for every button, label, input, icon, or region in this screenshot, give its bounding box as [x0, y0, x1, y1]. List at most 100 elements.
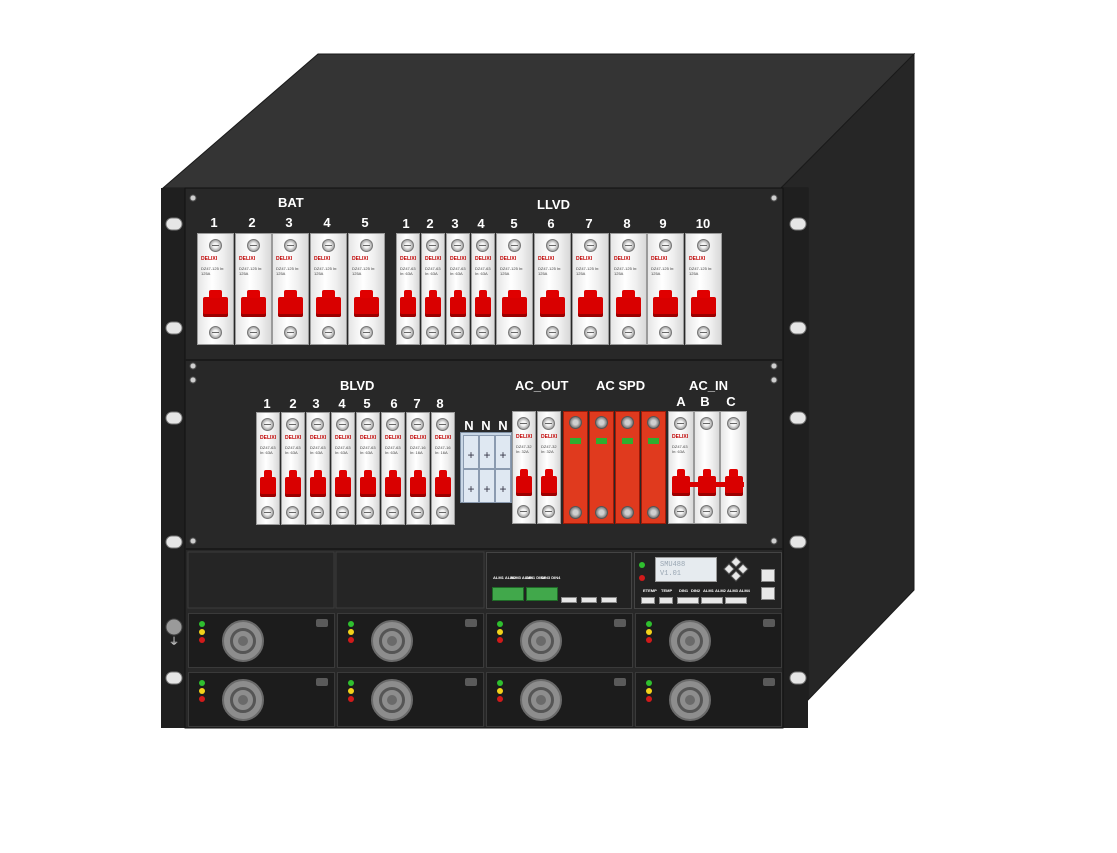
blvd-breaker[interactable]: DELIXI DZ47-16 In: 16A	[406, 412, 430, 525]
rectifier-module[interactable]	[635, 672, 782, 727]
breaker-brand: DELIXI	[475, 256, 492, 262]
breaker-spec: DZ47-125 In: 125A	[276, 266, 300, 276]
breaker-brand: DELIXI	[576, 256, 593, 262]
bat-breaker[interactable]: DELIXI DZ47-125 In: 125A	[348, 233, 385, 345]
ac-in-phase: C	[726, 394, 736, 409]
rectifier-module[interactable]	[188, 672, 335, 727]
bus-connector[interactable]	[677, 597, 699, 604]
breaker-spec: DZ47-125 In: 125A	[201, 266, 225, 276]
blvd-breaker[interactable]: DELIXI DZ47-63 In: 63A	[256, 412, 280, 525]
ac-in-breaker-c[interactable]	[720, 411, 747, 524]
rectifier-module[interactable]	[486, 613, 633, 668]
fan-icon	[222, 679, 264, 721]
bus-label: ALM2	[715, 588, 726, 593]
breaker-spec: DZ47-16 In: 16A	[410, 445, 426, 455]
breaker-spec: DZ47-16 In: 16A	[435, 445, 451, 455]
relay-terminal[interactable]	[526, 587, 558, 601]
breaker-brand: DELIXI	[500, 256, 517, 262]
breaker-spec: DZ47-32 In: 32A	[541, 444, 557, 454]
llvd-breaker[interactable]: DELIXI DZ47-125 In: 125A	[685, 233, 722, 345]
breaker-brand: DELIXI	[689, 256, 706, 262]
breaker-brand: DELIXI	[672, 434, 689, 440]
neutral-terminal-block	[460, 432, 512, 503]
ac-in-breaker-b[interactable]	[694, 411, 720, 524]
breaker-spec: DZ47-63 In: 63A	[310, 445, 326, 455]
blvd-breaker[interactable]: DELIXI DZ47-63 In: 63A	[281, 412, 305, 525]
fan-icon	[371, 620, 413, 662]
llvd-breaker[interactable]: DELIXI DZ47-63 In: 63A	[396, 233, 420, 345]
spd-module	[563, 411, 588, 524]
llvd-breaker[interactable]: DELIXI DZ47-125 In: 125A	[647, 233, 684, 345]
breaker-spec: DZ47-63 In: 63A	[450, 266, 466, 276]
blvd-breaker[interactable]: DELIXI DZ47-63 In: 63A	[306, 412, 330, 525]
breaker-brand: DELIXI	[310, 435, 327, 441]
rectifier-module[interactable]	[337, 613, 484, 668]
comm-port[interactable]	[761, 569, 775, 582]
fan-icon	[669, 620, 711, 662]
bus-connector[interactable]	[725, 597, 747, 604]
ac-in-breaker-a[interactable]: DELIXI DZ47-63 In: 63A	[668, 411, 694, 524]
llvd-breaker[interactable]: DELIXI DZ47-125 In: 125A	[534, 233, 571, 345]
breaker-spec: DZ47-125 In: 125A	[689, 266, 713, 276]
neutral-label: N	[481, 418, 491, 433]
bus-connector[interactable]	[659, 597, 673, 604]
breaker-brand: DELIXI	[314, 256, 331, 262]
spd-module	[615, 411, 640, 524]
rectifier-module[interactable]	[188, 613, 335, 668]
neutral-label: N	[498, 418, 508, 433]
breaker-brand: DELIXI	[435, 435, 452, 441]
blvd-breaker[interactable]: DELIXI DZ47-63 In: 63A	[331, 412, 355, 525]
blvd-breaker[interactable]: DELIXI DZ47-63 In: 63A	[381, 412, 405, 525]
llvd-breaker[interactable]: DELIXI DZ47-125 In: 125A	[610, 233, 647, 345]
breaker-brand: DELIXI	[450, 256, 467, 262]
signal-connector[interactable]	[601, 597, 617, 603]
blvd-number: 4	[338, 396, 346, 411]
rectifier-module[interactable]	[635, 613, 782, 668]
fan-icon	[669, 679, 711, 721]
llvd-breaker[interactable]: DELIXI DZ47-63 In: 63A	[471, 233, 495, 345]
llvd-number: 9	[659, 216, 667, 231]
keypad[interactable]	[723, 556, 749, 582]
relay-board: ALM1 ALM2 ALM3 ALM4 DIN1 DIN2 DIN3 DIN4	[486, 552, 632, 609]
ac-out-breaker[interactable]: DELIXI DZ47-32 In: 32A	[512, 411, 536, 524]
bus-connector[interactable]	[701, 597, 723, 604]
bat-breaker[interactable]: DELIXI DZ47-125 In: 125A	[272, 233, 309, 345]
llvd-breaker[interactable]: DELIXI DZ47-125 In: 125A	[572, 233, 609, 345]
controller-model: SMU488	[660, 561, 686, 569]
llvd-number: 10	[695, 216, 711, 231]
led-green	[639, 562, 645, 568]
ac-out-breaker[interactable]: DELIXI DZ47-32 In: 32A	[537, 411, 561, 524]
bus-label: TEMP	[661, 588, 673, 593]
breaker-spec: DZ47-63 In: 63A	[475, 266, 491, 276]
bat-breaker[interactable]: DELIXI DZ47-125 In: 125A	[197, 233, 234, 345]
breaker-brand: DELIXI	[385, 435, 402, 441]
llvd-breaker[interactable]: DELIXI DZ47-125 In: 125A	[496, 233, 533, 345]
bus-connector[interactable]	[641, 597, 655, 604]
bat-number: 1	[210, 215, 218, 230]
blvd-breaker[interactable]: DELIXI DZ47-63 In: 63A	[356, 412, 380, 525]
breaker-spec: DZ47-32 In: 32A	[516, 444, 532, 454]
breaker-spec: DZ47-63 In: 63A	[260, 445, 276, 455]
llvd-breaker[interactable]: DELIXI DZ47-63 In: 63A	[446, 233, 470, 345]
blvd-breaker[interactable]: DELIXI DZ47-16 In: 16A	[431, 412, 455, 525]
bat-breaker[interactable]: DELIXI DZ47-125 In: 125A	[310, 233, 347, 345]
rectifier-module[interactable]	[337, 672, 484, 727]
fan-icon	[520, 679, 562, 721]
llvd-breaker[interactable]: DELIXI DZ47-63 In: 63A	[421, 233, 445, 345]
comm-port[interactable]	[761, 587, 775, 600]
breaker-brand: DELIXI	[400, 256, 417, 262]
bat-breaker[interactable]: DELIXI DZ47-125 In: 125A	[235, 233, 272, 345]
ac-in-tie-bar	[672, 482, 744, 487]
breaker-brand: DELIXI	[260, 435, 277, 441]
breaker-spec: DZ47-125 In: 125A	[352, 266, 376, 276]
relay-terminal[interactable]	[492, 587, 524, 601]
breaker-spec: DZ47-63 In: 63A	[360, 445, 376, 455]
fan-icon	[222, 620, 264, 662]
signal-connector[interactable]	[561, 597, 577, 603]
bus-label: ETEMP	[643, 588, 657, 593]
ground-stud	[165, 618, 183, 636]
signal-connector[interactable]	[581, 597, 597, 603]
breaker-spec: DZ47-125 In: 125A	[314, 266, 338, 276]
ac-spd-label: AC SPD	[596, 378, 646, 393]
rectifier-module[interactable]	[486, 672, 633, 727]
